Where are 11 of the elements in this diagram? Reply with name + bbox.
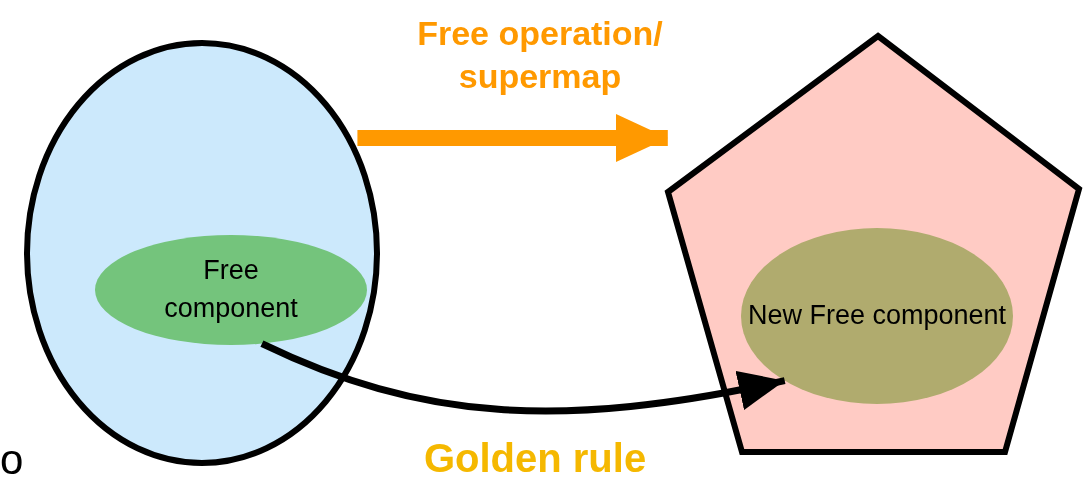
edge-label: Free operation/ supermap [416,13,664,97]
edge-label: Golden rule [422,436,648,480]
ellipse-node [95,235,367,345]
node-label: Free component [163,254,299,325]
text-fragment: o [0,436,24,484]
pentagon-shape [665,33,1082,455]
ellipse-node [741,228,1013,404]
ellipse-shape [24,40,380,466]
arrow [357,114,668,162]
node-label: New Free component [746,299,1008,333]
arrow [260,340,786,415]
